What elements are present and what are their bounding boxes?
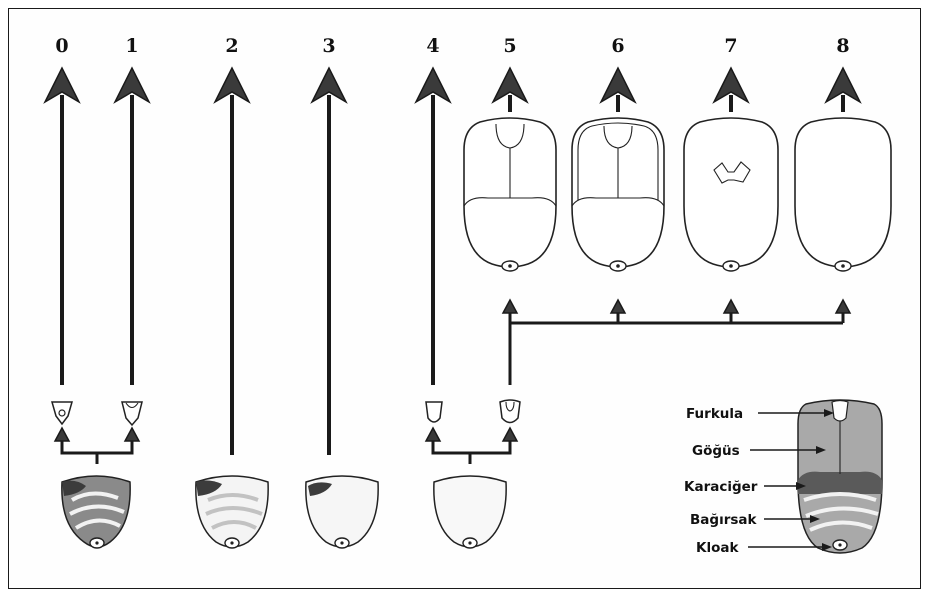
label-karaciger: Karaciğer bbox=[684, 479, 758, 495]
label-kloak: Kloak bbox=[696, 540, 739, 556]
early-embryo-3 bbox=[306, 476, 378, 548]
pointer-bagirsak bbox=[764, 515, 820, 523]
arrow-stage-2 bbox=[215, 68, 249, 455]
early-embryo-0-1 bbox=[62, 476, 130, 548]
arrow-stage-7 bbox=[714, 68, 748, 112]
arrow-stage-1 bbox=[115, 68, 149, 385]
early-embryo-4-5 bbox=[434, 476, 506, 548]
fork-connector-4-5 bbox=[426, 428, 517, 464]
small-shield-5 bbox=[500, 400, 520, 423]
arrow-stage-0 bbox=[45, 68, 79, 385]
arrow-stage-3 bbox=[312, 68, 346, 455]
embryo-stage-5 bbox=[464, 118, 556, 271]
stage-number-1: 1 bbox=[125, 35, 138, 57]
stage-number-3: 3 bbox=[322, 35, 335, 57]
arrow-stage-8 bbox=[826, 68, 860, 112]
arrow-stage-5 bbox=[493, 68, 527, 112]
embryo-stage-6 bbox=[572, 118, 664, 271]
arrow-stage-6 bbox=[601, 68, 635, 112]
stage-number-0: 0 bbox=[55, 35, 68, 57]
stage-number-6: 6 bbox=[611, 35, 624, 57]
small-shield-1 bbox=[122, 402, 142, 425]
arrow-stage-4 bbox=[416, 68, 450, 385]
stage-number-4: 4 bbox=[426, 35, 439, 57]
stage-number-2: 2 bbox=[225, 35, 238, 57]
small-shield-0 bbox=[52, 402, 72, 424]
small-shield-4 bbox=[426, 402, 442, 422]
anatomy-reference-embryo bbox=[798, 400, 882, 553]
stage-number-8: 8 bbox=[836, 35, 849, 57]
embryo-stage-7 bbox=[684, 118, 778, 271]
stage-number-5: 5 bbox=[503, 35, 516, 57]
embryo-stage-8 bbox=[795, 118, 891, 271]
label-bagirsak: Bağırsak bbox=[690, 512, 757, 528]
early-embryo-2 bbox=[196, 476, 268, 548]
fork-connector-0-1 bbox=[55, 428, 139, 464]
stage-number-7: 7 bbox=[724, 35, 737, 57]
label-gogus: Göğüs bbox=[692, 443, 740, 459]
label-furkula: Furkula bbox=[686, 406, 743, 422]
branch-connector-5-8 bbox=[503, 300, 850, 385]
